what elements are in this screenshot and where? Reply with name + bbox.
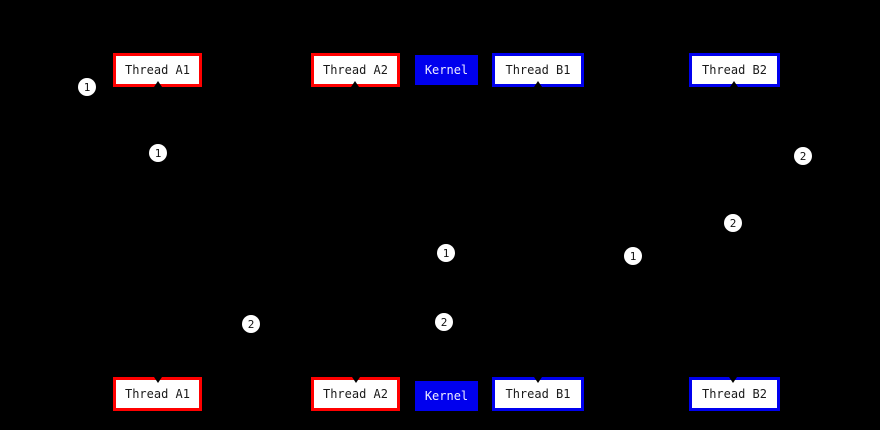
step-marker: 2 [794, 147, 812, 165]
step-marker-label: 1 [629, 249, 637, 263]
box-kernel-bottom-label: Kernel [424, 389, 469, 403]
step-marker-label: 2 [729, 216, 737, 230]
box-kernel-top-label: Kernel [424, 63, 469, 77]
lifeline-arrowhead-icon [730, 81, 738, 87]
box-thread-a2-bottom-label: Thread A2 [322, 387, 389, 401]
lifeline-arrowhead-icon [729, 377, 737, 383]
step-marker-label: 1 [154, 146, 162, 160]
box-thread-a1-bottom-label: Thread A1 [124, 387, 191, 401]
lifeline-arrowhead-icon [352, 377, 360, 383]
step-marker: 1 [78, 78, 96, 96]
step-marker: 1 [437, 244, 455, 262]
step-marker: 2 [724, 214, 742, 232]
step-marker-label: 1 [83, 80, 91, 94]
box-thread-a1-top-label: Thread A1 [124, 63, 191, 77]
box-kernel-top: Kernel [415, 55, 478, 85]
box-kernel-bottom: Kernel [415, 381, 478, 411]
step-marker: 1 [624, 247, 642, 265]
lifeline-arrowhead-icon [351, 81, 359, 87]
box-thread-b1-bottom-label: Thread B1 [505, 387, 571, 401]
step-marker: 1 [149, 144, 167, 162]
lifeline-arrowhead-icon [534, 81, 542, 87]
step-marker-label: 2 [247, 317, 255, 331]
step-marker: 2 [435, 313, 453, 331]
box-thread-a2-top-label: Thread A2 [322, 63, 389, 77]
step-marker-label: 2 [799, 149, 807, 163]
box-thread-b1-top-label: Thread B1 [505, 63, 571, 77]
lifeline-arrowhead-icon [534, 377, 542, 383]
lifeline-arrowhead-icon [154, 81, 162, 87]
lifeline-arrowhead-icon [154, 377, 162, 383]
step-marker-label: 2 [440, 315, 448, 329]
box-thread-b2-bottom-label: Thread B2 [701, 387, 768, 401]
step-marker: 2 [242, 315, 260, 333]
box-thread-b2-top-label: Thread B2 [701, 63, 768, 77]
step-marker-label: 1 [442, 246, 450, 260]
